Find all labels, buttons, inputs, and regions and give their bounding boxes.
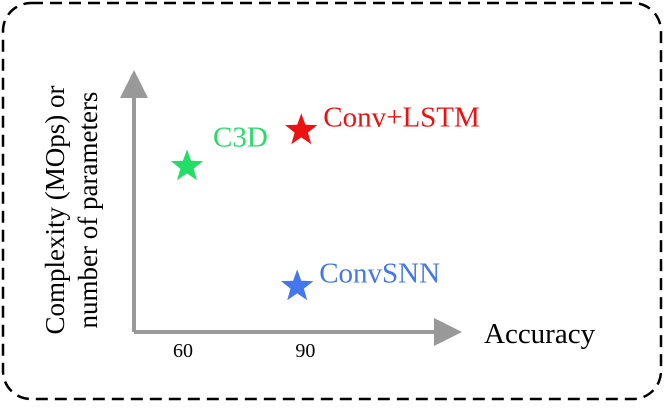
conv-lstm-star-marker (285, 113, 318, 145)
y-axis-arrowhead (120, 70, 148, 98)
c3d-label: C3D (213, 121, 268, 153)
y-axis-label-line-2: number of parameters (73, 92, 103, 329)
convsnn-star-marker (281, 269, 314, 301)
c3d-star-marker (170, 149, 204, 181)
x-axis (134, 318, 462, 346)
y-axis (120, 70, 148, 332)
y-axis-label: Complexity (MOps) or number of parameter… (40, 86, 103, 335)
conv-lstm-label: Conv+LSTM (323, 101, 480, 133)
x-tick-label: 90 (295, 340, 315, 362)
data-points: C3D Conv+LSTM ConvSNN (170, 101, 480, 301)
x-axis-arrowhead (434, 318, 462, 346)
x-tick-labels: 60 90 (173, 340, 315, 362)
x-tick-label: 60 (173, 340, 193, 362)
x-axis-label: Accuracy (484, 318, 596, 350)
y-axis-label-line-1: Complexity (MOps) or (40, 86, 70, 335)
dashed-border (1, 1, 663, 401)
convsnn-label: ConvSNN (319, 257, 440, 289)
